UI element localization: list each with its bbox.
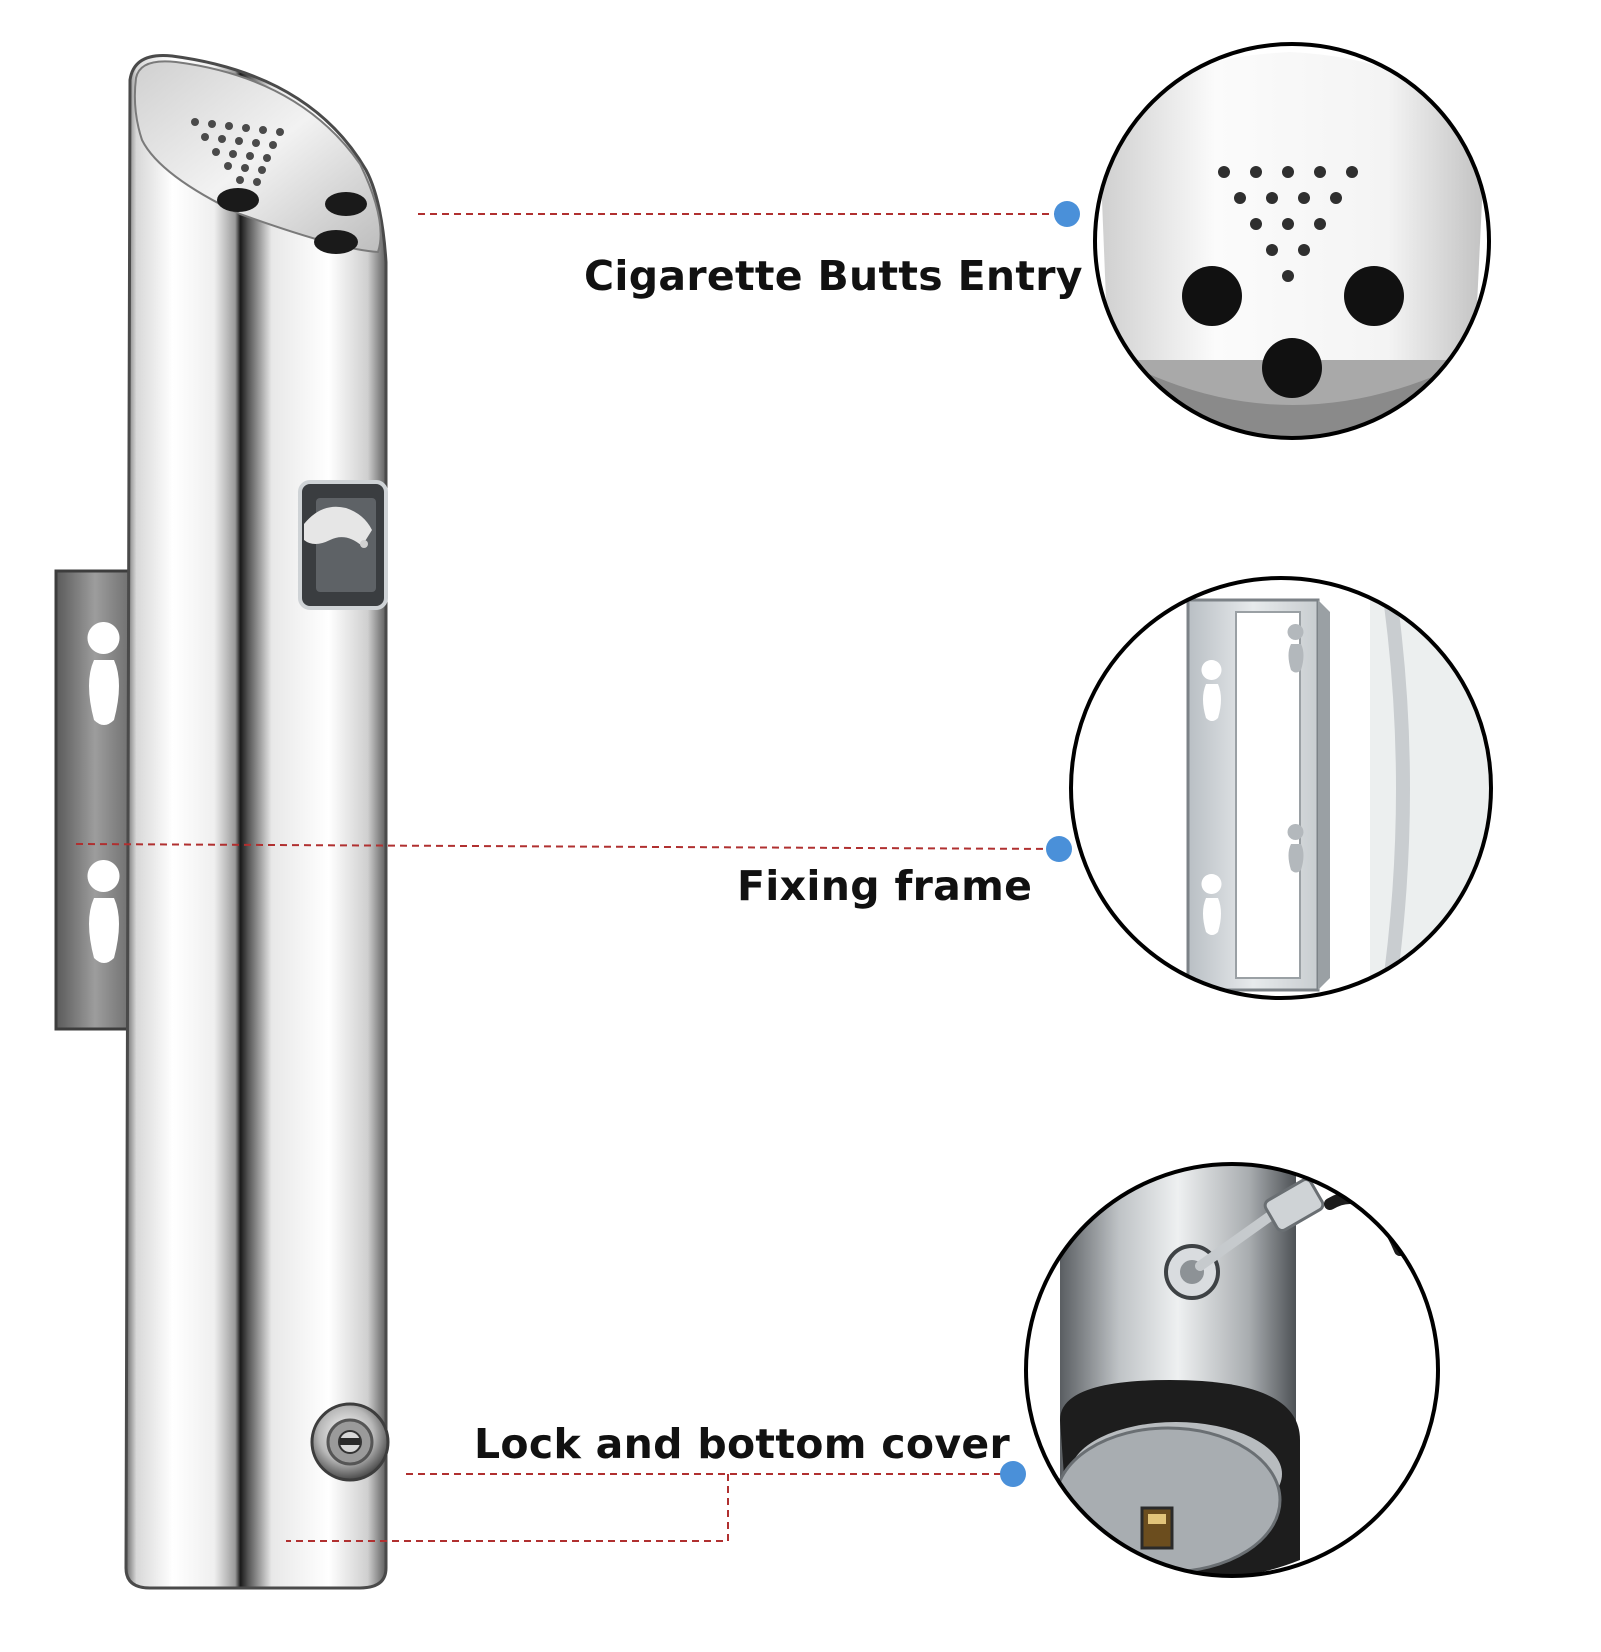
- zoom-circle-lock: [1024, 1162, 1440, 1578]
- anchor-dots: [1000, 201, 1080, 1487]
- ashtray-product-image: [54, 54, 390, 1590]
- zoom-circle-frame: [1069, 576, 1493, 1000]
- keyhole-slot-upper: [87, 622, 120, 725]
- keyhole-slot-lower: [87, 860, 120, 963]
- anchor-dot-entry: [1054, 201, 1080, 227]
- leader-line-lock: [286, 1473, 1010, 1542]
- key-lock-icon: [310, 1402, 390, 1482]
- zoom-circle-entry: [1093, 42, 1491, 440]
- hand-dropping-cigarette-icon: [298, 480, 388, 610]
- ashtray-top-cap: [133, 60, 382, 254]
- zoom-vent-holes: [1218, 166, 1358, 282]
- ashtray-tube: [124, 54, 388, 1590]
- callout-label-entry: Cigarette Butts Entry: [584, 252, 1083, 300]
- leader-lines: [75, 213, 1060, 1542]
- zoom-butt-holes: [1182, 266, 1404, 398]
- anchor-dot-frame: [1046, 836, 1072, 862]
- callout-label-frame: Fixing frame: [737, 862, 1033, 910]
- leader-line-frame: [75, 843, 1057, 850]
- cap-butt-holes: [217, 188, 367, 254]
- mounting-bracket: [54, 569, 136, 1031]
- cap-vent-holes: [191, 118, 284, 186]
- callout-label-lock: Lock and bottom cover: [474, 1420, 1011, 1468]
- anchor-dot-lock: [1000, 1461, 1026, 1487]
